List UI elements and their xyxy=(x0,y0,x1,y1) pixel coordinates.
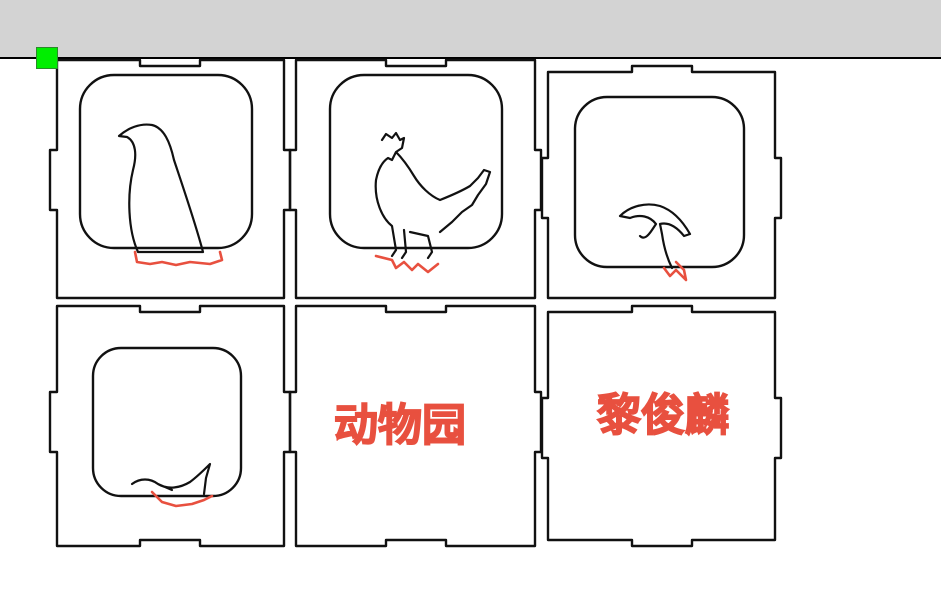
dolphin-icon xyxy=(618,203,692,270)
panel-outline xyxy=(540,64,783,300)
rooster-feet-engrave xyxy=(374,254,440,274)
window-cutout xyxy=(328,73,504,250)
panel-bird[interactable] xyxy=(48,304,292,548)
top-toolbar xyxy=(0,0,941,59)
panel-outline xyxy=(540,304,783,548)
zoo-label-text: 动物园 xyxy=(334,400,466,451)
window-cutout xyxy=(91,346,243,498)
panel-outline xyxy=(288,304,543,548)
panel-dolphin[interactable] xyxy=(540,64,783,300)
penguin-feet-engrave xyxy=(133,250,224,267)
panel-zoo-label[interactable]: 动物园 xyxy=(288,304,543,548)
name-label-text: 黎俊麟 xyxy=(597,390,729,441)
bird-icon xyxy=(130,462,212,496)
penguin-icon xyxy=(117,123,205,254)
selection-handle[interactable] xyxy=(36,47,58,69)
window-cutout xyxy=(78,73,254,250)
rooster-icon xyxy=(374,131,492,260)
bird-base-engrave xyxy=(150,490,214,508)
panel-name-label[interactable]: 黎俊麟 xyxy=(540,304,783,548)
panel-penguin[interactable] xyxy=(48,58,292,300)
panel-outline xyxy=(48,304,292,548)
panel-rooster[interactable] xyxy=(288,58,543,300)
panel-outline xyxy=(48,58,292,300)
dolphin-tail-engrave xyxy=(662,260,688,282)
window-cutout xyxy=(573,95,746,269)
